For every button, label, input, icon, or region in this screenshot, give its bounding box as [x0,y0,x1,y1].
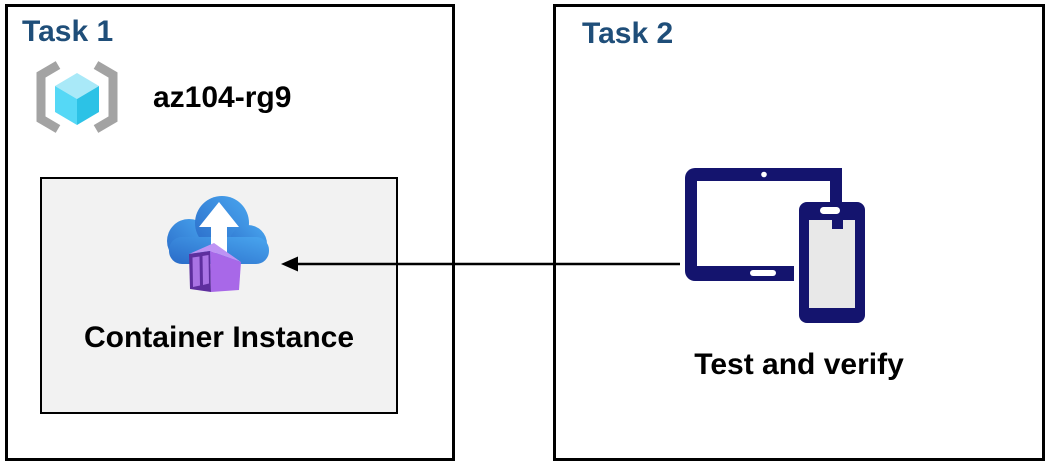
container-instance-icon [167,196,269,292]
task1-box: Task 1 az104-rg9 [5,4,455,461]
resource-group-row: az104-rg9 [27,59,291,137]
resource-group-name: az104-rg9 [153,81,292,114]
left-bracket-shape [36,61,61,133]
resource-group-icon [36,61,118,133]
task2-title: Task 2 [582,17,674,50]
task1-title: Task 1 [22,15,114,48]
phone-speaker-slot [820,207,840,214]
tablet-and-phone-icon [685,168,868,328]
tablet-home-slot [750,270,776,276]
cube-right-face [77,86,99,125]
container-instance-box: Container Instance [40,177,398,414]
container-shape [189,243,241,292]
tablet-camera-dot [761,171,767,178]
container-instance-label: Container Instance [83,321,355,354]
upload-arrow-icon [199,202,239,253]
test-and-verify-label: Test and verify [694,348,904,381]
cube-left-face [55,86,77,125]
left-arrow-icon [281,256,680,272]
task2-box: Task 2 Test and verify [553,4,1045,461]
right-bracket-shape [93,61,118,133]
phone-shape [794,168,868,328]
